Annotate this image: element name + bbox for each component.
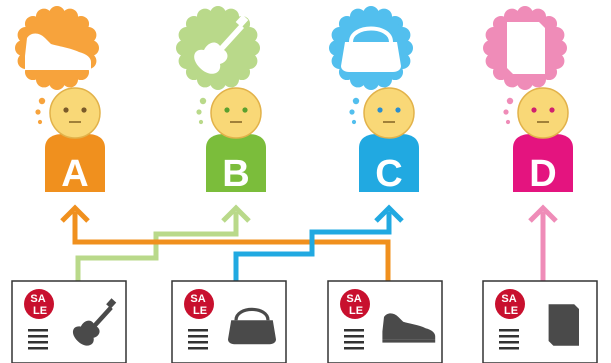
arrowhead-d — [528, 204, 558, 223]
thought-dot — [503, 109, 509, 115]
thought-dot — [506, 97, 514, 105]
thought-dot — [35, 109, 41, 115]
sale-text-bottom: LE — [504, 305, 518, 317]
eye — [63, 107, 69, 113]
eye — [549, 107, 555, 113]
sale-text-top: SA — [501, 293, 516, 305]
thought-dot — [199, 97, 207, 105]
customer-head — [210, 87, 262, 139]
customer-letter: D — [529, 153, 556, 195]
eye — [81, 107, 87, 113]
customer-letter: C — [375, 153, 402, 195]
sale-text-bottom: LE — [193, 305, 207, 317]
sale-text-top: SA — [30, 293, 45, 305]
eye — [224, 107, 230, 113]
sale-text-top: SA — [190, 293, 205, 305]
customer-b: B — [176, 6, 266, 195]
thought-dot — [351, 119, 357, 125]
customer-letter: A — [61, 153, 88, 195]
customer-letter: B — [222, 153, 249, 195]
thought-dot — [198, 119, 204, 125]
thought-dot — [349, 109, 355, 115]
customer-head — [49, 87, 101, 139]
text-lines-icon — [188, 329, 208, 350]
text-lines-icon — [499, 329, 519, 350]
book-icon — [548, 304, 579, 346]
text-lines-icon — [344, 329, 364, 350]
eye — [531, 107, 537, 113]
thought-dot — [505, 119, 511, 125]
customer-c: C — [329, 6, 419, 195]
connector-sneaker-to-a — [72, 212, 391, 288]
customer-body — [513, 134, 573, 192]
thought-dot — [352, 97, 360, 105]
sale-text-bottom: LE — [349, 305, 363, 317]
thought-dot — [38, 97, 46, 105]
eye — [395, 107, 401, 113]
book-icon — [507, 22, 545, 74]
sale-text-top: SA — [346, 293, 361, 305]
arrowhead-c — [374, 204, 404, 223]
eye — [377, 107, 383, 113]
customer-body — [45, 134, 105, 192]
thought-dot — [37, 119, 43, 125]
customer-body — [359, 134, 419, 192]
arrowhead-a — [60, 204, 90, 223]
connector-guitar-to-b — [75, 212, 239, 288]
customer-a: A — [15, 6, 105, 195]
connection-lines — [60, 204, 558, 288]
customer-d: D — [483, 6, 573, 195]
customer-body — [206, 134, 266, 192]
customer-head — [517, 87, 569, 139]
sale-text-bottom: LE — [33, 305, 47, 317]
connector-handbag-to-c — [233, 212, 392, 288]
text-lines-icon — [28, 329, 48, 350]
eye — [242, 107, 248, 113]
thought-dot — [196, 109, 202, 115]
customer-group: A B C D — [15, 6, 573, 195]
arrowhead-b — [221, 204, 251, 223]
customer-head — [363, 87, 415, 139]
